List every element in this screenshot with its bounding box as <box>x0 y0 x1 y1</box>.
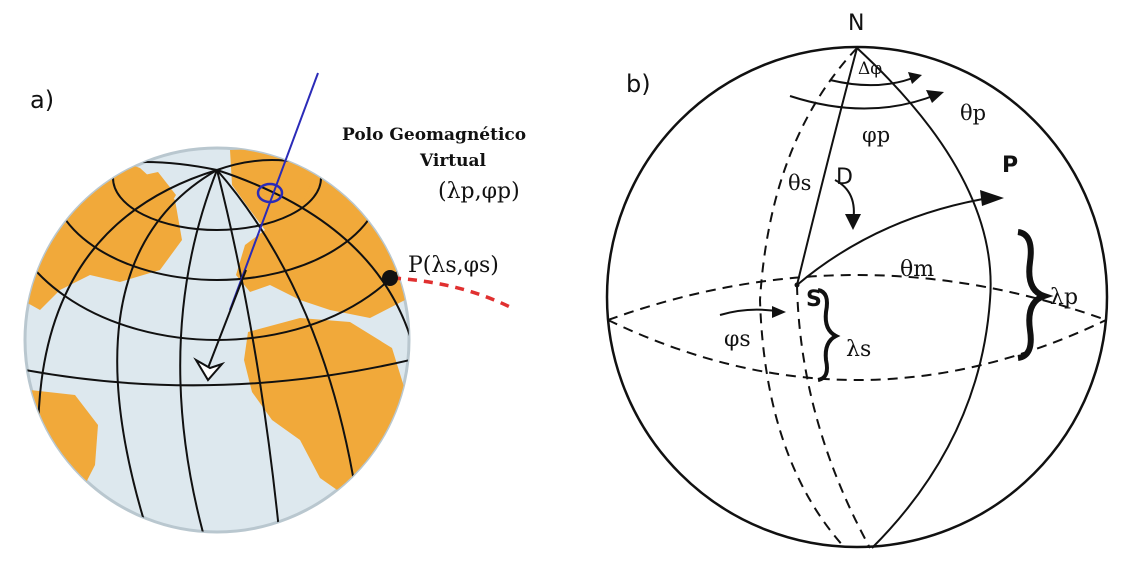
phi-p-label: φp <box>862 123 890 147</box>
panel-a-label: a) <box>30 86 54 114</box>
delta-phi-arc <box>829 75 919 87</box>
sphere-outline <box>605 45 1109 549</box>
vgp-axis-line <box>229 72 319 311</box>
great-circle-arrowhead <box>980 190 1004 206</box>
pole-title-line1: Polo Geomagnético <box>342 125 526 145</box>
theta-m-label: θm <box>900 257 934 282</box>
theta-p-label: θp <box>960 101 986 125</box>
theta-s-label: θs <box>788 171 811 195</box>
delta-phi-arrowhead <box>908 72 922 84</box>
site-coordinates: P(λs,φs) <box>408 253 499 278</box>
panel-b: b) N Δφ φp θp P θs D <box>605 11 1109 549</box>
site-path <box>391 276 513 310</box>
lambda-s-label: λs <box>846 337 871 362</box>
earth-globe <box>23 72 513 534</box>
pole-meridian <box>856 47 992 549</box>
panel-b-label: b) <box>626 70 651 98</box>
dipole-arrowhead <box>193 357 226 382</box>
delta-phi-label: Δφ <box>858 59 882 79</box>
north-label: N <box>848 11 864 36</box>
declination-label: D <box>836 165 853 190</box>
pole-coordinates: (λp,φp) <box>438 179 520 204</box>
dipole-arrow-shaft <box>207 269 247 369</box>
phi-s-label: φs <box>724 327 751 352</box>
lambda-s-brace <box>817 288 841 382</box>
site-marker <box>382 270 398 286</box>
greenland-landmass <box>112 172 176 222</box>
site-meridian-lower <box>796 284 871 549</box>
site-point <box>794 282 800 288</box>
point-p-label: P <box>1002 153 1018 178</box>
scandinavia-landmass <box>268 160 312 218</box>
vgp-circle <box>256 182 284 204</box>
site-s-label: S <box>806 287 822 312</box>
panel-a: a) <box>23 72 526 534</box>
lambda-p-label: λp <box>1050 285 1078 310</box>
site-meridian-front <box>796 47 858 286</box>
equator-back <box>607 274 1107 321</box>
phi-p-arc <box>789 93 939 110</box>
phi-p-arrowhead <box>926 90 944 103</box>
africa-landmass <box>244 318 405 492</box>
site-meridian-back <box>758 47 858 549</box>
lambda-p-brace <box>1017 229 1054 361</box>
equator-front <box>607 319 1107 381</box>
phi-s-arrowhead <box>772 306 786 318</box>
great-circle-arc <box>796 196 996 286</box>
pole-title-line2: Virtual <box>419 151 487 171</box>
declination-arrowhead <box>845 214 861 230</box>
